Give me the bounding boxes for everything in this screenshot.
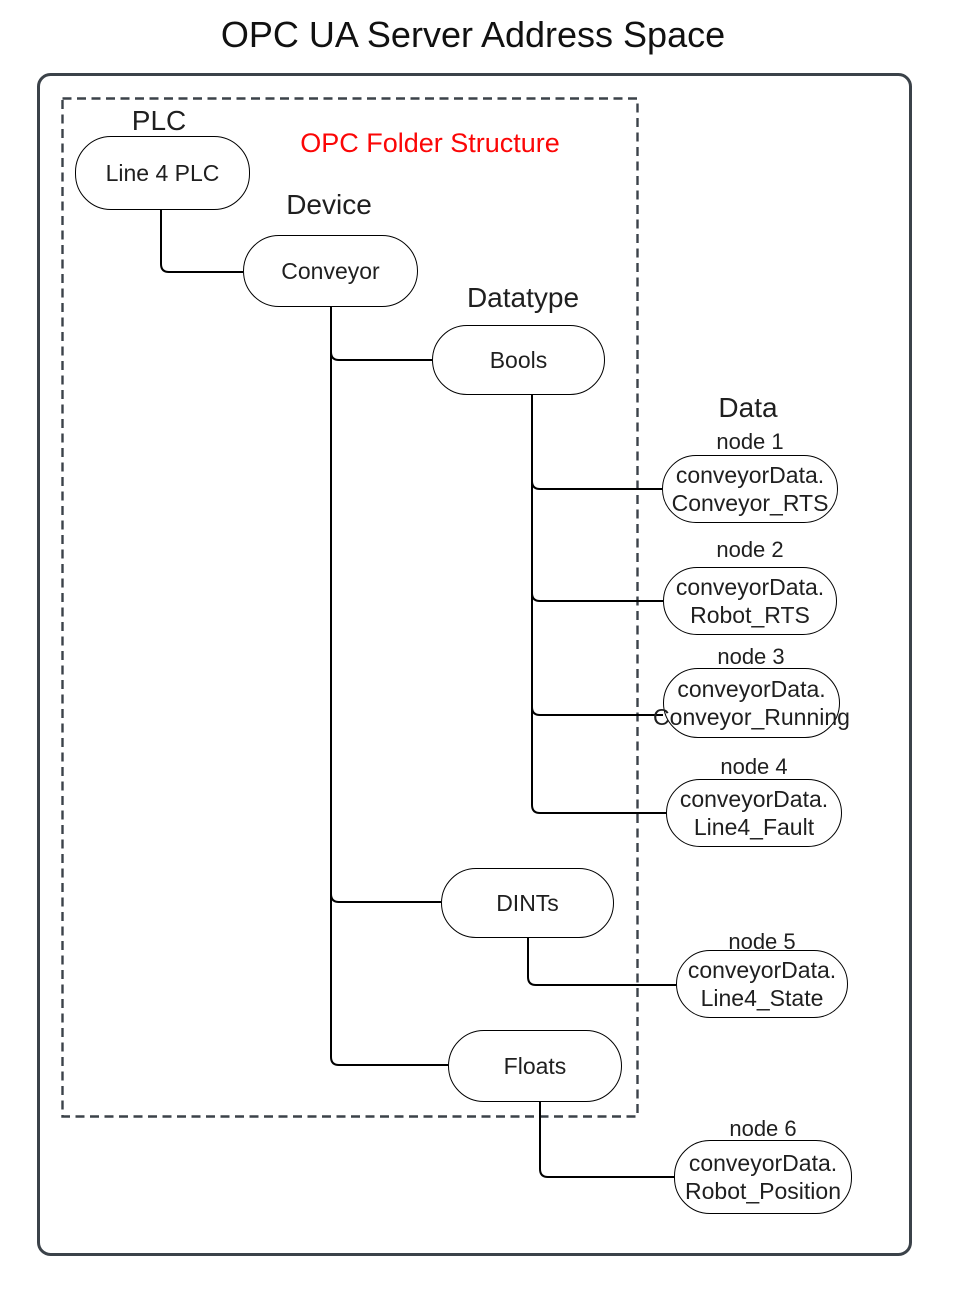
node5-line1: conveyorData. xyxy=(687,957,837,983)
datatype-dints-pill: DINTs xyxy=(441,868,614,938)
node3-pill: conveyorData. Conveyor_Running xyxy=(653,668,850,738)
edge-bools-to-node1 xyxy=(531,395,662,490)
node2-line1: conveyorData. xyxy=(675,574,825,600)
column-header-datatype: Datatype xyxy=(466,282,580,313)
node4-pill: conveyorData. Line4_Fault xyxy=(666,779,842,847)
datatype-floats-pill: Floats xyxy=(448,1030,622,1102)
node6-pill: conveyorData. Robot_Position xyxy=(674,1140,852,1214)
device-node-label: Conveyor xyxy=(281,258,380,284)
datatype-bools-pill: Bools xyxy=(432,325,605,395)
datatype-floats-label: Floats xyxy=(503,1053,567,1079)
edge-dints-to-node5 xyxy=(527,938,676,986)
edge-conveyor-to-dints xyxy=(330,307,441,903)
column-header-plc: PLC xyxy=(131,105,187,136)
node1-line1: conveyorData. xyxy=(675,462,825,488)
node5-caption: node 5 xyxy=(728,929,796,954)
edge-bools-to-node3 xyxy=(531,395,663,716)
datatype-dints-label: DINTs xyxy=(496,890,559,916)
node5-line2: Line4_State xyxy=(700,985,824,1011)
datatype-bools-label: Bools xyxy=(489,347,548,373)
outer-frame xyxy=(37,73,912,1256)
node5-pill: conveyorData. Line4_State xyxy=(676,950,848,1018)
opc-folder-structure-boundary xyxy=(61,97,639,1118)
device-node-pill: Conveyor xyxy=(243,235,418,307)
node1-pill: conveyorData. Conveyor_RTS xyxy=(662,455,838,523)
plc-node-pill: Line 4 PLC xyxy=(75,136,250,210)
opc-folder-structure-label: OPC Folder Structure xyxy=(300,128,560,158)
edge-floats-to-node6 xyxy=(539,1102,674,1178)
node4-line2: Line4_Fault xyxy=(693,814,815,840)
node6-caption: node 6 xyxy=(729,1116,797,1141)
node1-caption: node 1 xyxy=(716,429,784,454)
node2-line2: Robot_RTS xyxy=(690,602,810,628)
node3-line1: conveyorData. xyxy=(677,676,826,702)
plc-node-label: Line 4 PLC xyxy=(105,160,220,186)
node3-line2: Conveyor_Running xyxy=(653,704,850,730)
node4-line1: conveyorData. xyxy=(679,786,829,812)
edge-conveyor-to-bools xyxy=(330,307,432,361)
node6-line2: Robot_Position xyxy=(685,1178,841,1204)
column-header-device: Device xyxy=(286,189,372,220)
edge-bools-to-node2 xyxy=(531,395,663,602)
node3-caption: node 3 xyxy=(717,644,785,669)
node4-caption: node 4 xyxy=(720,754,788,779)
node1-line2: Conveyor_RTS xyxy=(671,490,829,516)
node2-caption: node 2 xyxy=(716,537,784,562)
node6-line1: conveyorData. xyxy=(688,1150,838,1176)
diagram-title: OPC UA Server Address Space xyxy=(220,14,726,55)
column-header-data: Data xyxy=(718,392,778,423)
edge-conveyor-to-floats xyxy=(330,307,448,1066)
edge-plc-to-conveyor xyxy=(160,210,243,273)
node2-pill: conveyorData. Robot_RTS xyxy=(663,567,837,635)
edge-bools-to-node4 xyxy=(531,395,666,814)
